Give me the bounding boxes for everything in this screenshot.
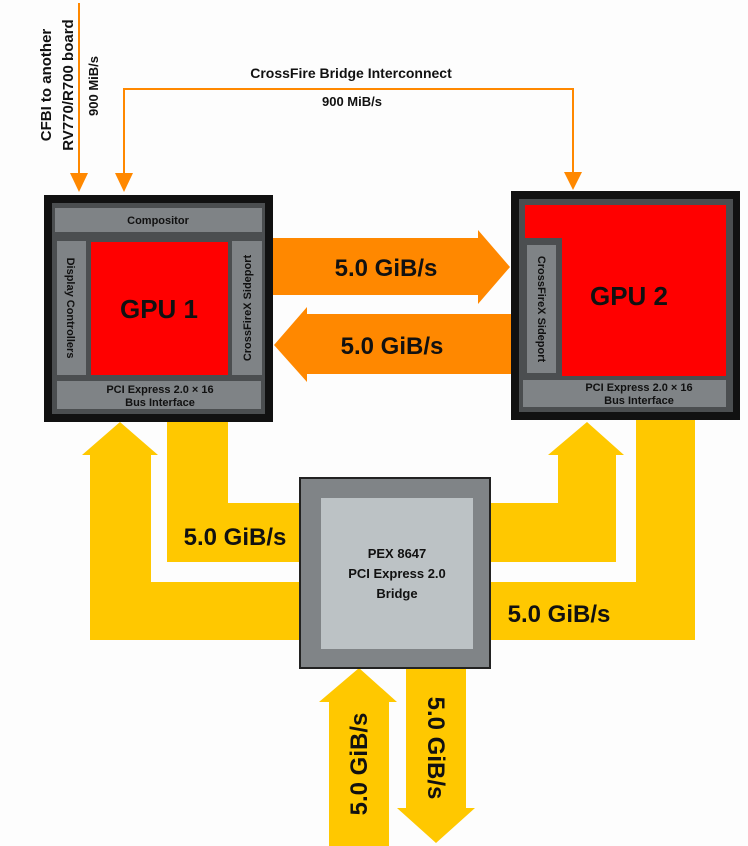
crossfire-bridge-speed: 900 MiB/s bbox=[322, 94, 382, 109]
gpu2-sideport-block bbox=[527, 245, 556, 373]
sideport-arrow-to-gpu2 bbox=[273, 230, 510, 304]
pcie-host-up-arrow bbox=[319, 668, 397, 846]
bridge-label-line2: PCI Express 2.0 bbox=[348, 566, 446, 581]
gpu1-display-controllers-label: Display Controllers bbox=[64, 258, 76, 359]
cfbi-label-line1: CFBI to another bbox=[38, 29, 55, 142]
bridge-label-line3: Bridge bbox=[376, 586, 417, 601]
gpu2-bus-label-line1: PCI Express 2.0 × 16 bbox=[585, 382, 692, 394]
cfbi-label-line2: RV770/R700 board bbox=[60, 19, 77, 150]
gpu1-bus-interface-block bbox=[57, 381, 261, 409]
gpu2-bus-label-line2: Bus Interface bbox=[604, 395, 674, 407]
pex-bridge-chip bbox=[299, 477, 491, 669]
pcie-path-gpu1-outer-arrow bbox=[82, 422, 300, 640]
gpu2-bus-interface-block bbox=[523, 380, 726, 407]
gpu1-chip bbox=[44, 195, 273, 422]
pcie-speed-host-down: 5.0 GiB/s bbox=[422, 697, 449, 800]
sideport-speed-to-gpu2: 5.0 GiB/s bbox=[335, 255, 438, 282]
gpu1-display-controllers-block bbox=[57, 241, 86, 375]
crossfire-bridge-arrowhead-left-icon bbox=[115, 173, 133, 192]
cfbi-speed-label: 900 MiB/s bbox=[86, 56, 101, 116]
gpu1-bus-label-line1: PCI Express 2.0 × 16 bbox=[106, 384, 213, 396]
crossfire-bridge-title: CrossFire Bridge Interconnect bbox=[250, 65, 452, 81]
gpu1-compositor-block bbox=[55, 208, 262, 232]
gpu2-sideport-label: CrossFireX Sideport bbox=[535, 256, 547, 363]
pcie-path-gpu2-outer bbox=[490, 418, 695, 640]
crossfire-bridge-arrowhead-right-icon bbox=[564, 172, 582, 190]
gpu2-label: GPU 2 bbox=[590, 281, 668, 311]
gpu1-bus-label-line2: Bus Interface bbox=[125, 397, 195, 409]
cfbi-arrowhead-icon bbox=[70, 173, 88, 192]
pcie-host-down-arrow bbox=[397, 668, 475, 843]
pcie-speed-gpu2: 5.0 GiB/s bbox=[508, 601, 611, 628]
gpu1-compositor-label: Compositor bbox=[127, 215, 189, 227]
pcie-speed-gpu1: 5.0 GiB/s bbox=[184, 524, 287, 551]
gpu2-core bbox=[525, 205, 726, 376]
sideport-arrow-to-gpu1 bbox=[274, 307, 511, 382]
gpu1-core bbox=[91, 242, 228, 375]
gpu2-chip bbox=[511, 191, 740, 420]
crossfire-bridge-line bbox=[123, 88, 574, 176]
sideport-speed-to-gpu1: 5.0 GiB/s bbox=[341, 333, 444, 360]
gpu1-label: GPU 1 bbox=[120, 294, 198, 324]
gpu1-sideport-label: CrossFireX Sideport bbox=[242, 254, 254, 361]
pcie-speed-host-up: 5.0 GiB/s bbox=[346, 713, 373, 816]
gpu1-sideport-block bbox=[232, 241, 262, 375]
pcie-path-gpu2-inner-arrow bbox=[490, 422, 624, 562]
pcie-path-gpu1-inner bbox=[167, 420, 300, 562]
bridge-label-line1: PEX 8647 bbox=[368, 546, 427, 561]
